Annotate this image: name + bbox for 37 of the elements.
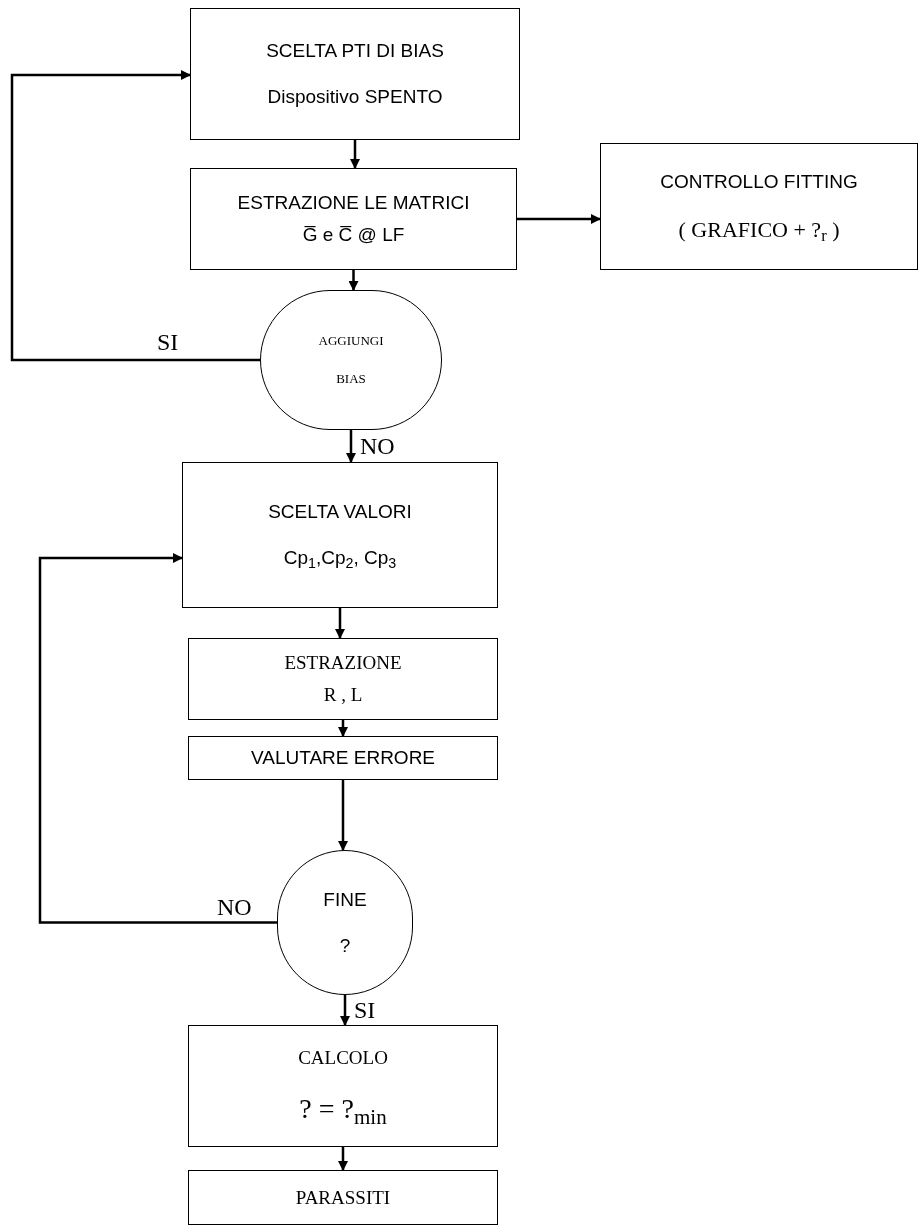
node-text: FINE: [323, 887, 367, 912]
arrow: [338, 1147, 348, 1171]
arrow: [338, 780, 348, 851]
node-text: G̅ e C̅ @ LF: [302, 223, 405, 247]
node-text: PARASSITI: [295, 1185, 391, 1210]
node-text: SCELTA PTI DI BIAS: [266, 39, 444, 63]
process-box: [188, 1025, 498, 1147]
process-box: [188, 736, 498, 780]
arrow: [38, 553, 277, 924]
node-text: ESTRAZIONE: [284, 651, 402, 675]
arrow: [335, 608, 345, 639]
arrow: [340, 995, 350, 1026]
process-box: [188, 1170, 498, 1225]
node-text: CALCOLO: [298, 1045, 388, 1070]
process-box: [188, 638, 498, 720]
arrow: [338, 720, 348, 737]
arrow: [348, 270, 359, 291]
node-text: Dispositivo SPENTO: [267, 85, 443, 109]
process-box: [182, 462, 498, 608]
arrow: [517, 214, 601, 224]
arrow: [346, 430, 356, 463]
node-text: ESTRAZIONE LE MATRICI: [237, 191, 470, 215]
arrow: [10, 70, 260, 362]
node-text: R , L: [323, 683, 363, 707]
node-text: ( GRAFICO + ?$_{r}$ ): [678, 215, 840, 244]
process-box: [190, 168, 517, 270]
node-text: AGGIUNGI: [318, 332, 384, 349]
node-text: Cp$_{1}$,Cp$_{2}$, Cp$_{3}$: [283, 546, 397, 570]
process-box: [190, 8, 520, 140]
node-text: ? = ?$_{min}$: [299, 1092, 387, 1127]
node-text: CONTROLLO FITTING: [660, 169, 858, 194]
node-text: BIAS: [336, 371, 366, 388]
node-text: SCELTA VALORI: [268, 500, 412, 524]
arrow: [350, 140, 360, 169]
node-text: VALUTARE ERRORE: [250, 746, 436, 770]
node-text: ?: [339, 933, 351, 958]
process-box: [600, 143, 918, 270]
